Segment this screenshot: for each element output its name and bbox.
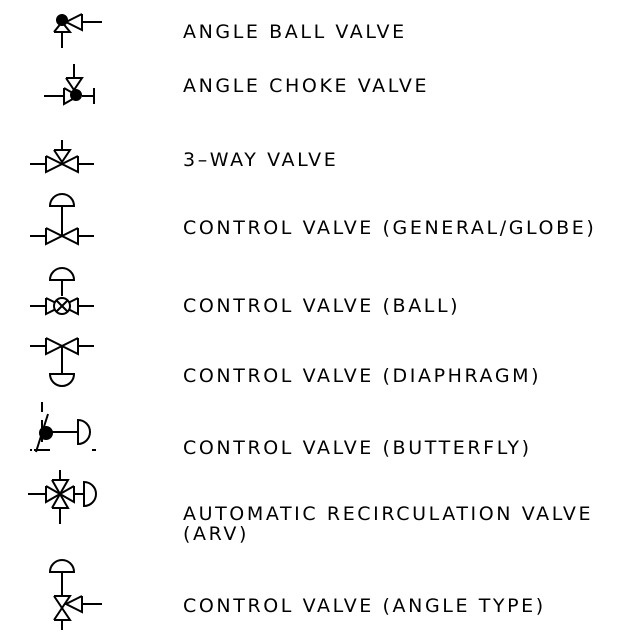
legend-label: CONTROL VALVE (GENERAL/GLOBE) [183, 217, 597, 239]
legend-label: 3–WAY VALVE [183, 149, 339, 171]
automatic-recirculation-valve-icon [20, 470, 110, 526]
control-valve-globe-icon [20, 190, 110, 246]
control-valve-butterfly-icon [20, 400, 110, 462]
control-valve-diaphragm-icon [20, 334, 110, 390]
legend-label: CONTROL VALVE (BALL) [183, 295, 461, 317]
legend-label: AUTOMATIC RECIRCULATION VALVE (ARV) [183, 503, 594, 545]
legend-label: CONTROL VALVE (DIAPHRAGM) [183, 365, 542, 387]
legend-label: CONTROL VALVE (BUTTERFLY) [183, 437, 532, 459]
control-valve-angle-type-icon [20, 556, 110, 632]
three-way-valve-icon [20, 138, 110, 182]
angle-choke-valve-icon [20, 62, 110, 108]
legend-label: ANGLE CHOKE VALVE [183, 75, 430, 97]
legend-label: ANGLE BALL VALVE [183, 21, 407, 43]
legend-label: CONTROL VALVE (ANGLE TYPE) [183, 595, 546, 617]
angle-ball-valve-icon [20, 10, 110, 52]
control-valve-ball-icon [20, 264, 110, 320]
